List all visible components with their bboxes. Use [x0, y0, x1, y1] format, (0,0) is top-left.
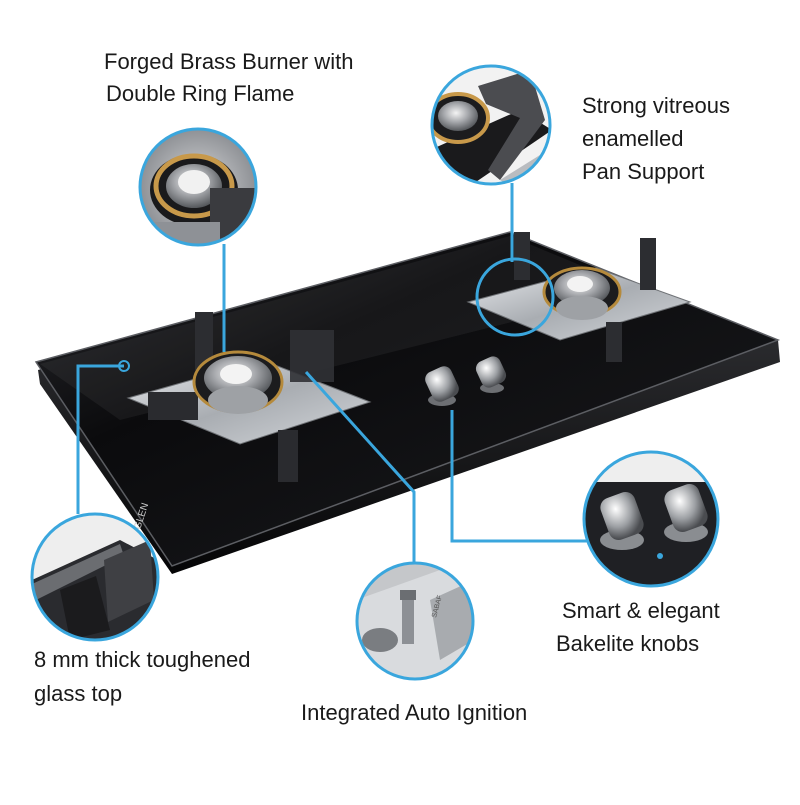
ignition-zoom-circle: SABAF [355, 561, 475, 681]
pan-support-caption-line-1: Strong vitreous [582, 93, 730, 118]
burner-caption: Forged Brass Burner with Double Ring Fla… [104, 46, 353, 110]
knobs-caption-line-1: Smart & elegant [562, 598, 720, 623]
left-burner [126, 312, 372, 482]
ignition-caption: Integrated Auto Ignition [301, 697, 527, 729]
callout-lines [76, 183, 588, 563]
knobs-caption-line-2: Bakelite knobs [556, 631, 700, 656]
glass-top-caption-line-1: 8 mm thick toughened [34, 647, 251, 672]
pan-support-marker [475, 257, 555, 337]
knobs-zoom-circle [582, 450, 720, 588]
pan-support-caption-line-3: Pan Support [582, 159, 705, 184]
pan-support-caption-line-2: enamelled [582, 126, 684, 151]
hob-knobs [425, 356, 507, 406]
glass-top-marker [118, 360, 130, 372]
knobs-caption: Smart & elegant Bakelite knobs [556, 594, 720, 660]
glass-top-zoom-circle [30, 512, 160, 642]
burner-zoom-circle [138, 127, 258, 247]
burner-caption-line-1: Forged Brass Burner with [104, 49, 354, 74]
glass-top-caption-line-2: glass top [34, 681, 123, 706]
pan-support-zoom-circle [430, 64, 552, 186]
burner-caption-line-2: Double Ring Flame [106, 81, 295, 106]
ignition-caption-line-1: Integrated Auto Ignition [301, 700, 528, 725]
glass-top-caption: 8 mm thick toughened glass top [34, 643, 250, 711]
right-burner [466, 232, 692, 362]
pan-support-caption: Strong vitreous enamelled Pan Support [582, 89, 730, 188]
